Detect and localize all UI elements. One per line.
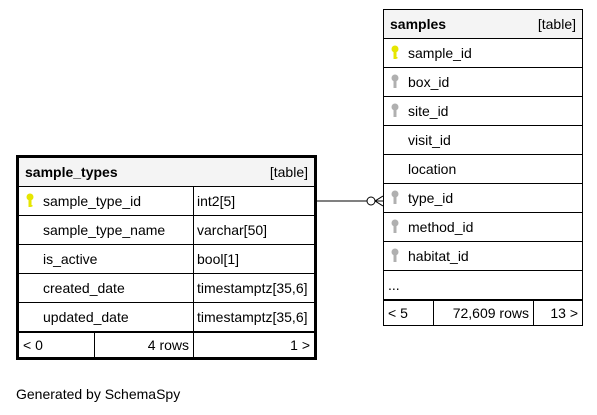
parents-count[interactable]: < 0: [19, 333, 95, 357]
foreign-key-icon: [390, 248, 408, 264]
table-kind: [table]: [269, 164, 308, 180]
column-type: varchar[50]: [197, 222, 268, 238]
primary-key-icon: [25, 193, 43, 209]
column-ellipsis: ...: [388, 277, 400, 293]
table-footer: < 5 72,609 rows 13 >: [384, 300, 582, 325]
table-name: samples: [390, 16, 447, 32]
column-type: timestamptz[35,6]: [197, 309, 308, 325]
table-samples[interactable]: samples [table] sample_id box_id site_id: [383, 9, 583, 326]
foreign-key-icon: [390, 103, 408, 119]
column-row[interactable]: method_id: [384, 213, 582, 242]
column-type: timestamptz[35,6]: [197, 280, 308, 296]
column-row[interactable]: sample_id: [384, 39, 582, 68]
primary-key-icon: [390, 45, 408, 61]
column-name: created_date: [43, 280, 125, 296]
row-count: 72,609 rows: [434, 301, 534, 325]
column-name: method_id: [408, 219, 474, 235]
foreign-key-icon: [390, 219, 408, 235]
column-row[interactable]: habitat_id: [384, 242, 582, 271]
column-row[interactable]: created_date timestamptz[35,6]: [19, 274, 314, 303]
column-name: box_id: [408, 74, 450, 90]
children-count[interactable]: 13 >: [550, 305, 578, 321]
column-name: type_id: [408, 190, 454, 206]
column-name: sample_type_id: [43, 193, 142, 209]
column-name: site_id: [408, 103, 449, 119]
column-row[interactable]: updated_date timestamptz[35,6]: [19, 303, 314, 332]
column-name: habitat_id: [408, 248, 469, 264]
children-count[interactable]: 1 >: [290, 337, 310, 353]
crowfoot-upper: [374, 195, 384, 202]
column-row[interactable]: is_active bool[1]: [19, 245, 314, 274]
table-footer: < 0 4 rows 1 >: [19, 332, 314, 357]
column-row[interactable]: sample_type_name varchar[50]: [19, 216, 314, 245]
table-header[interactable]: samples [table]: [384, 10, 582, 39]
column-name: sample_type_name: [43, 222, 166, 238]
row-count: 4 rows: [95, 333, 194, 357]
column-row[interactable]: box_id: [384, 68, 582, 97]
column-row[interactable]: visit_id: [384, 126, 582, 155]
optional-circle-icon: [366, 196, 376, 206]
column-row[interactable]: sample_type_id int2[5]: [19, 187, 314, 216]
foreign-key-icon: [390, 74, 408, 90]
column-type: int2[5]: [197, 193, 236, 209]
column-row[interactable]: site_id: [384, 97, 582, 126]
column-name: updated_date: [43, 309, 129, 325]
parents-count[interactable]: < 5: [384, 301, 434, 325]
generated-by-label: Generated by SchemaSpy: [16, 386, 181, 402]
more-columns-row[interactable]: ...: [384, 271, 582, 300]
table-header[interactable]: sample_types [table]: [19, 158, 314, 187]
table-kind: [table]: [537, 16, 576, 32]
foreign-key-icon: [390, 190, 408, 206]
table-name: sample_types: [25, 164, 118, 180]
crowfoot-lower: [374, 200, 384, 207]
column-row[interactable]: type_id: [384, 184, 582, 213]
column-type: bool[1]: [197, 251, 240, 267]
column-name: location: [408, 161, 457, 177]
column-name: sample_id: [408, 45, 472, 61]
column-name: visit_id: [408, 132, 451, 148]
table-sample-types[interactable]: sample_types [table] sample_type_id int2…: [16, 155, 317, 360]
column-row[interactable]: location: [384, 155, 582, 184]
column-name: is_active: [43, 251, 98, 267]
